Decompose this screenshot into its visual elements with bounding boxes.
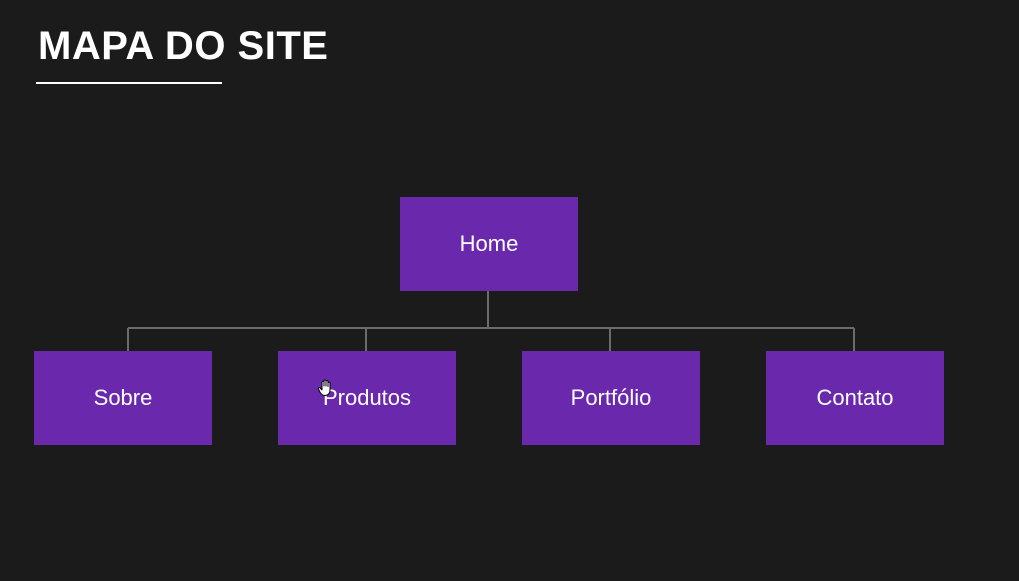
sitemap-node-home[interactable]: Home	[400, 197, 578, 291]
sitemap-node-contato[interactable]: Contato	[766, 351, 944, 445]
sitemap-node-produtos[interactable]: Produtos	[278, 351, 456, 445]
title-underline	[36, 82, 222, 84]
sitemap-node-label: Produtos	[322, 385, 412, 410]
sitemap-node-sobre[interactable]: Sobre	[34, 351, 212, 445]
page-title: MAPA DO SITE	[38, 24, 329, 68]
sitemap-node-label: Sobre	[93, 385, 153, 410]
sitemap-node-portfolio[interactable]: Portfólio	[522, 351, 700, 445]
sitemap-node-label: Home	[459, 231, 519, 256]
sitemap-node-label: Contato	[816, 385, 894, 410]
sitemap-node-label: Portfólio	[570, 385, 652, 410]
